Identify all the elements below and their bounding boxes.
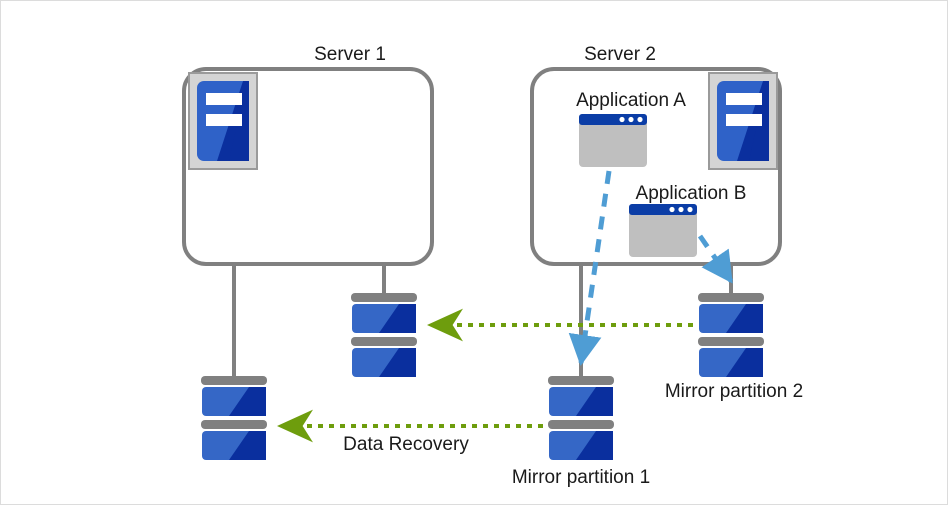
application-a-label: Application A	[576, 90, 686, 111]
application-b-label: Application B	[635, 183, 747, 204]
disk-mirror-partition-1	[548, 376, 614, 460]
server1-title: Server 1	[314, 44, 386, 65]
server-tower-icon-1	[188, 72, 258, 170]
connector-lines	[232, 264, 733, 381]
application-b-icon	[629, 204, 697, 257]
data-recovery-label: Data Recovery	[343, 434, 469, 455]
arrow-app-b-to-mirror2	[697, 234, 734, 284]
server2-title: Server 2	[584, 44, 656, 65]
disk-server1-right	[351, 293, 417, 377]
disk-server1-left	[201, 376, 267, 460]
application-a-icon	[579, 114, 647, 167]
mirror-partition-2-label: Mirror partition 2	[664, 381, 804, 402]
mirror-partition-1-label: Mirror partition 1	[511, 467, 651, 488]
arrow-app-a-to-mirror1	[568, 170, 612, 366]
server-tower-icon-2	[708, 72, 778, 170]
recovery-arrows	[277, 308, 693, 443]
disk-mirror-partition-2	[698, 293, 764, 377]
replication-arrows	[568, 170, 734, 366]
